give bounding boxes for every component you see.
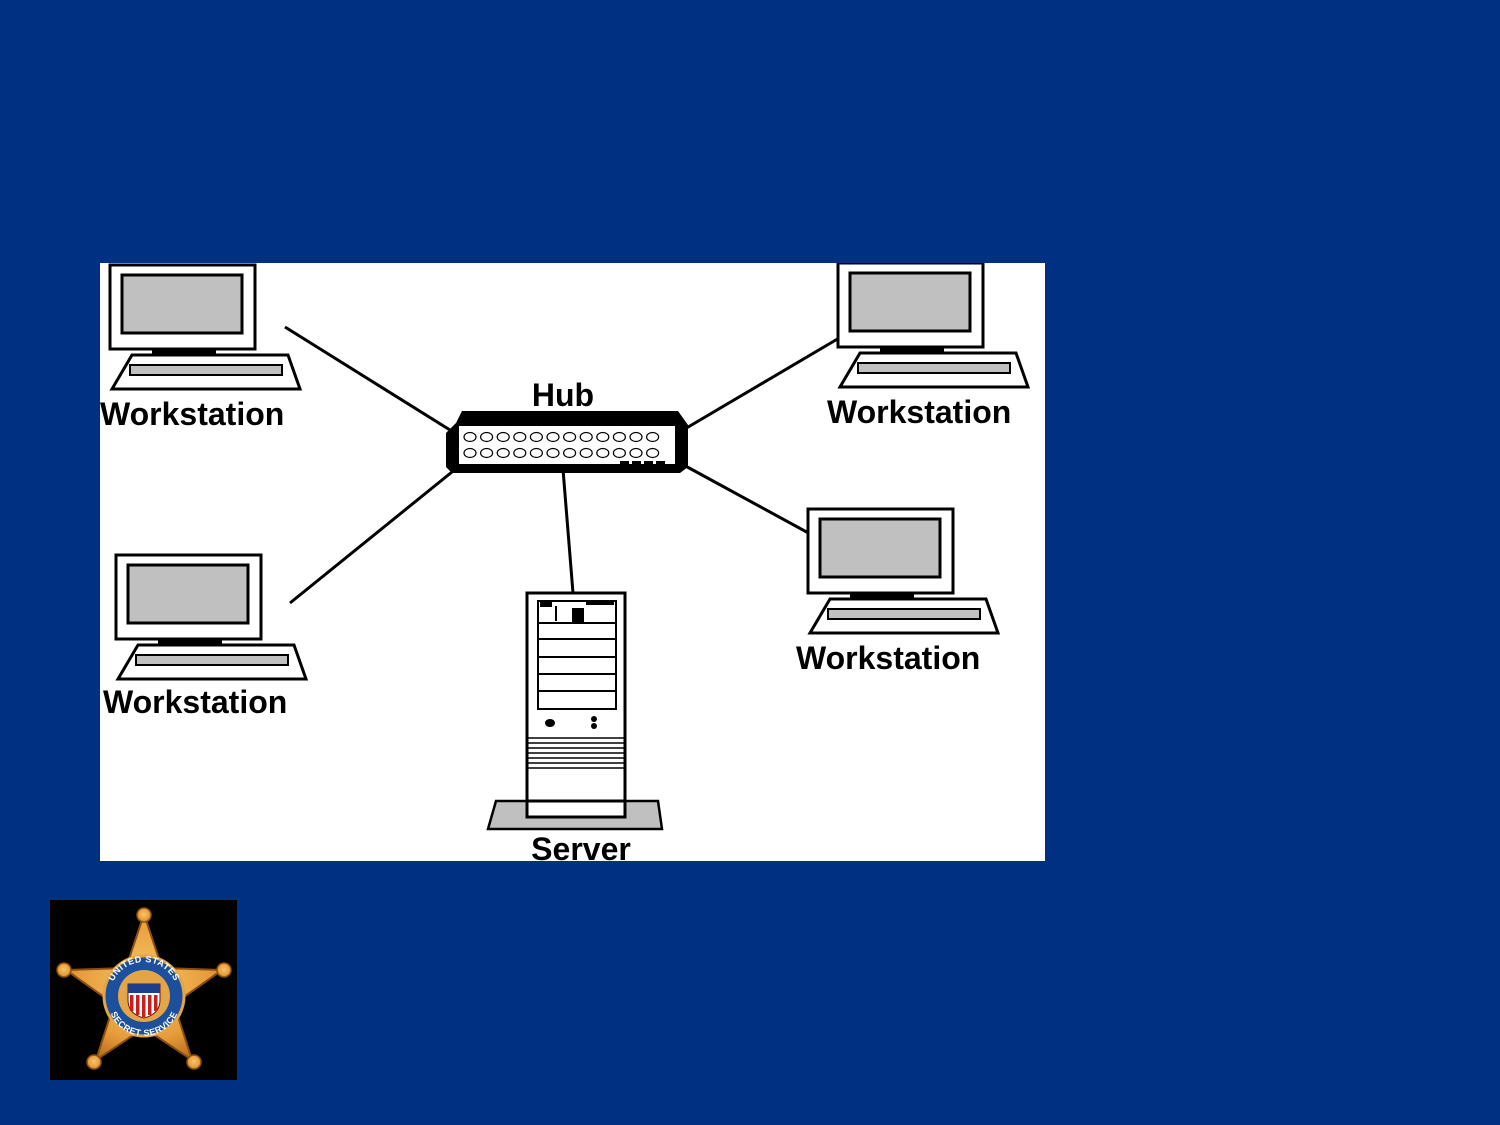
hub-port	[529, 431, 543, 443]
hub-port	[513, 447, 527, 459]
workstation-top-right	[836, 263, 1030, 389]
hub-port	[546, 431, 560, 443]
hub-port	[496, 447, 510, 459]
hub-port	[546, 447, 560, 459]
hub-port	[612, 431, 627, 443]
hub-ports	[463, 431, 660, 459]
hub-port	[645, 431, 660, 443]
hub-port	[629, 431, 643, 443]
hub-port	[496, 431, 510, 443]
network-diagram: Hub Workstation Workstation Workstation …	[100, 263, 1045, 861]
hub-port	[480, 447, 494, 459]
hub-port	[612, 447, 627, 459]
secret-service-badge: UNITED STATES SECRET SERVICE	[50, 900, 237, 1080]
workstation-label-top-right: Workstation	[827, 394, 1011, 430]
hub-port	[596, 447, 610, 459]
hub-label: Hub	[532, 377, 594, 413]
workstation-label-top-left: Workstation	[100, 396, 284, 432]
workstation-bottom-right	[806, 507, 1000, 635]
hub-port	[529, 447, 543, 459]
server-label: Server	[531, 831, 631, 861]
hub-port	[645, 447, 660, 459]
hub-port	[563, 447, 577, 459]
workstation-label-bottom-left: Workstation	[103, 684, 287, 720]
hub-port	[480, 431, 494, 443]
hub-device	[446, 411, 688, 473]
server-tower	[486, 591, 664, 831]
hub-port	[513, 431, 527, 443]
hub-port	[579, 431, 593, 443]
shield-icon	[127, 983, 161, 1019]
workstation-label-bottom-right: Workstation	[796, 640, 980, 676]
hub-port	[629, 447, 643, 459]
hub-port	[579, 447, 593, 459]
hub-port	[463, 447, 477, 459]
hub-port	[563, 431, 577, 443]
hub-port	[596, 431, 610, 443]
hub-port	[463, 431, 477, 443]
workstation-bottom-left	[114, 553, 308, 681]
workstation-top-left	[108, 263, 302, 391]
